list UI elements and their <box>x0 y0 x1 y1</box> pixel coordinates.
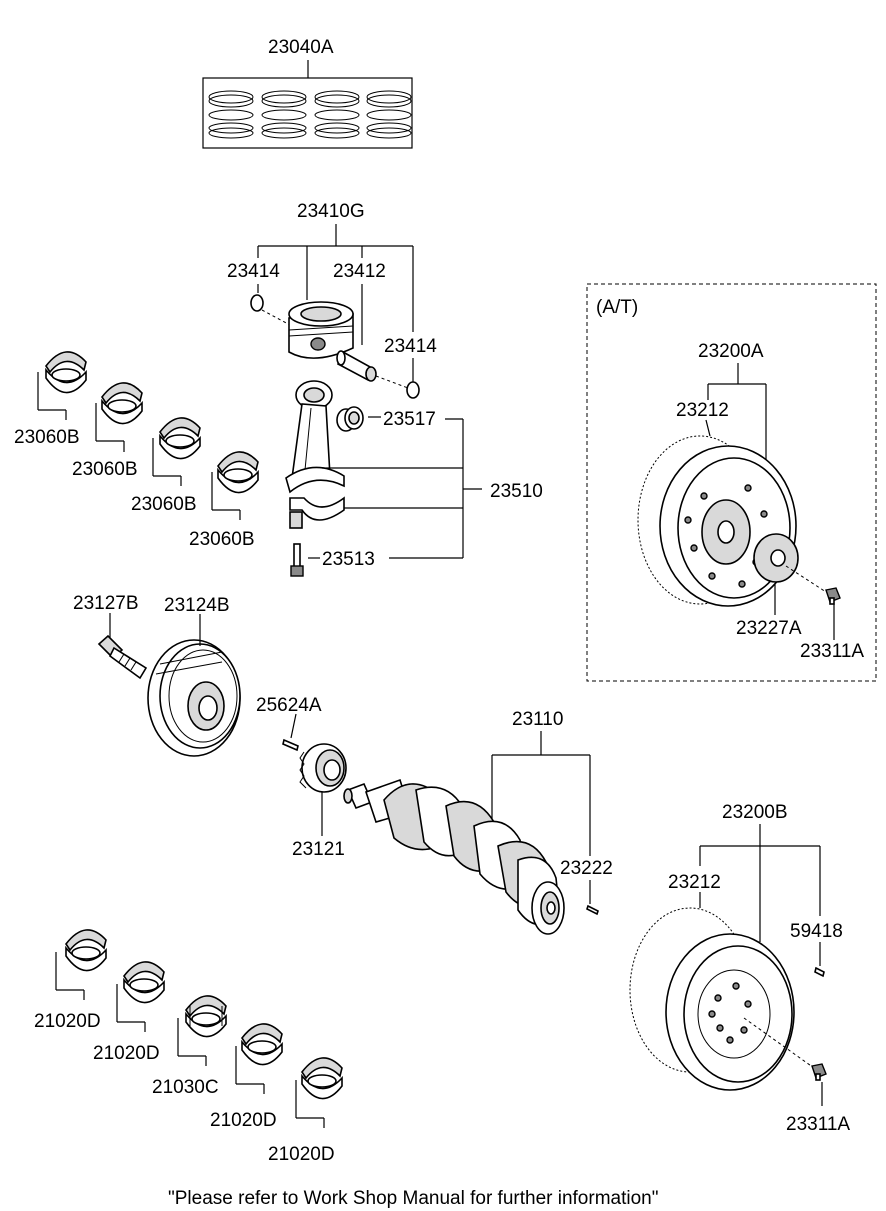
footer-note: "Please refer to Work Shop Manual for fu… <box>168 1188 658 1209</box>
label-crankshaft: 23110 <box>512 709 563 730</box>
label-main-bearing-4: 21020D <box>210 1110 277 1131</box>
main-bearing-4 <box>235 1023 283 1094</box>
damper-pulley <box>147 614 241 757</box>
flywheel-leaders <box>699 824 823 1106</box>
label-pin: 23222 <box>560 858 613 879</box>
label-thrust-bearing: 21030C <box>152 1077 219 1098</box>
label-conrod-bearing-1: 23060B <box>14 427 80 448</box>
label-piston-ring-set: 23040A <box>268 37 334 58</box>
label-conrod-assembly: 23510 <box>490 481 543 502</box>
label-snap-ring-right: 23414 <box>384 336 437 357</box>
piston-ring-set <box>202 60 413 149</box>
label-ring-gear-at: 23212 <box>676 400 729 421</box>
bolt-at <box>825 587 841 605</box>
label-ring-gear-mt: 23212 <box>668 872 721 893</box>
crank-sprocket <box>299 743 347 836</box>
conrod-leaders <box>308 416 482 559</box>
label-conrod-bearing-3: 23060B <box>131 494 197 515</box>
label-piston-pin: 23412 <box>333 261 386 282</box>
label-dowel-pin: 59418 <box>790 921 843 942</box>
conrod-bearing-2 <box>95 382 143 452</box>
label-sprocket: 23121 <box>292 839 345 860</box>
main-bearing-2 <box>116 961 165 1032</box>
snap-ring-right <box>406 381 420 399</box>
piston-assembly-leaders <box>257 224 414 382</box>
label-drive-plate-assembly: 23200A <box>698 341 764 362</box>
pulley-bolt <box>97 613 148 680</box>
piston-pin <box>336 350 377 382</box>
main-bearing-5 <box>295 1057 343 1128</box>
conrod-bearing-1 <box>37 351 87 420</box>
conrod-bushing <box>336 406 364 432</box>
thrust-bearing <box>177 995 227 1066</box>
label-damper-pulley: 23124B <box>164 595 230 616</box>
crankshaft-leaders <box>491 731 591 904</box>
label-adapter-plate: 23227A <box>736 618 802 639</box>
conrod-bearing-3 <box>152 417 201 486</box>
label-snap-ring-left: 23414 <box>227 261 280 282</box>
bolt-mt <box>811 1063 827 1081</box>
label-piston-assembly: 23410G <box>297 201 365 222</box>
drive-plate-leaders <box>705 363 835 640</box>
label-conrod-bolt: 23513 <box>322 549 375 570</box>
crankshaft <box>343 778 565 935</box>
label-key: 25624A <box>256 695 322 716</box>
label-main-bearing-5: 21020D <box>268 1144 335 1165</box>
label-flywheel-assembly: 23200B <box>722 802 788 823</box>
label-conrod-bushing: 23517 <box>383 409 436 430</box>
conrod-bolt <box>290 543 304 577</box>
main-bearing-1 <box>55 929 107 1000</box>
connecting-rod <box>285 380 345 529</box>
woodruff-key <box>282 738 299 752</box>
label-bolt-at: 23311A <box>800 641 864 662</box>
piston <box>288 301 354 359</box>
label-bolt-mt: 23311A <box>786 1114 850 1135</box>
crank-pin <box>586 904 599 916</box>
dowel-pin <box>814 966 825 978</box>
flywheel <box>629 907 795 1091</box>
label-at-section: (A/T) <box>596 297 638 318</box>
conrod-bearing-4 <box>211 451 259 520</box>
label-pulley-bolt: 23127B <box>73 593 139 614</box>
label-conrod-bearing-2: 23060B <box>72 459 138 480</box>
adapter-plate <box>753 533 799 583</box>
snap-ring-left <box>250 294 264 312</box>
label-main-bearing-2: 21020D <box>93 1043 160 1064</box>
label-main-bearing-1: 21020D <box>34 1011 101 1032</box>
label-conrod-bearing-4: 23060B <box>189 529 255 550</box>
